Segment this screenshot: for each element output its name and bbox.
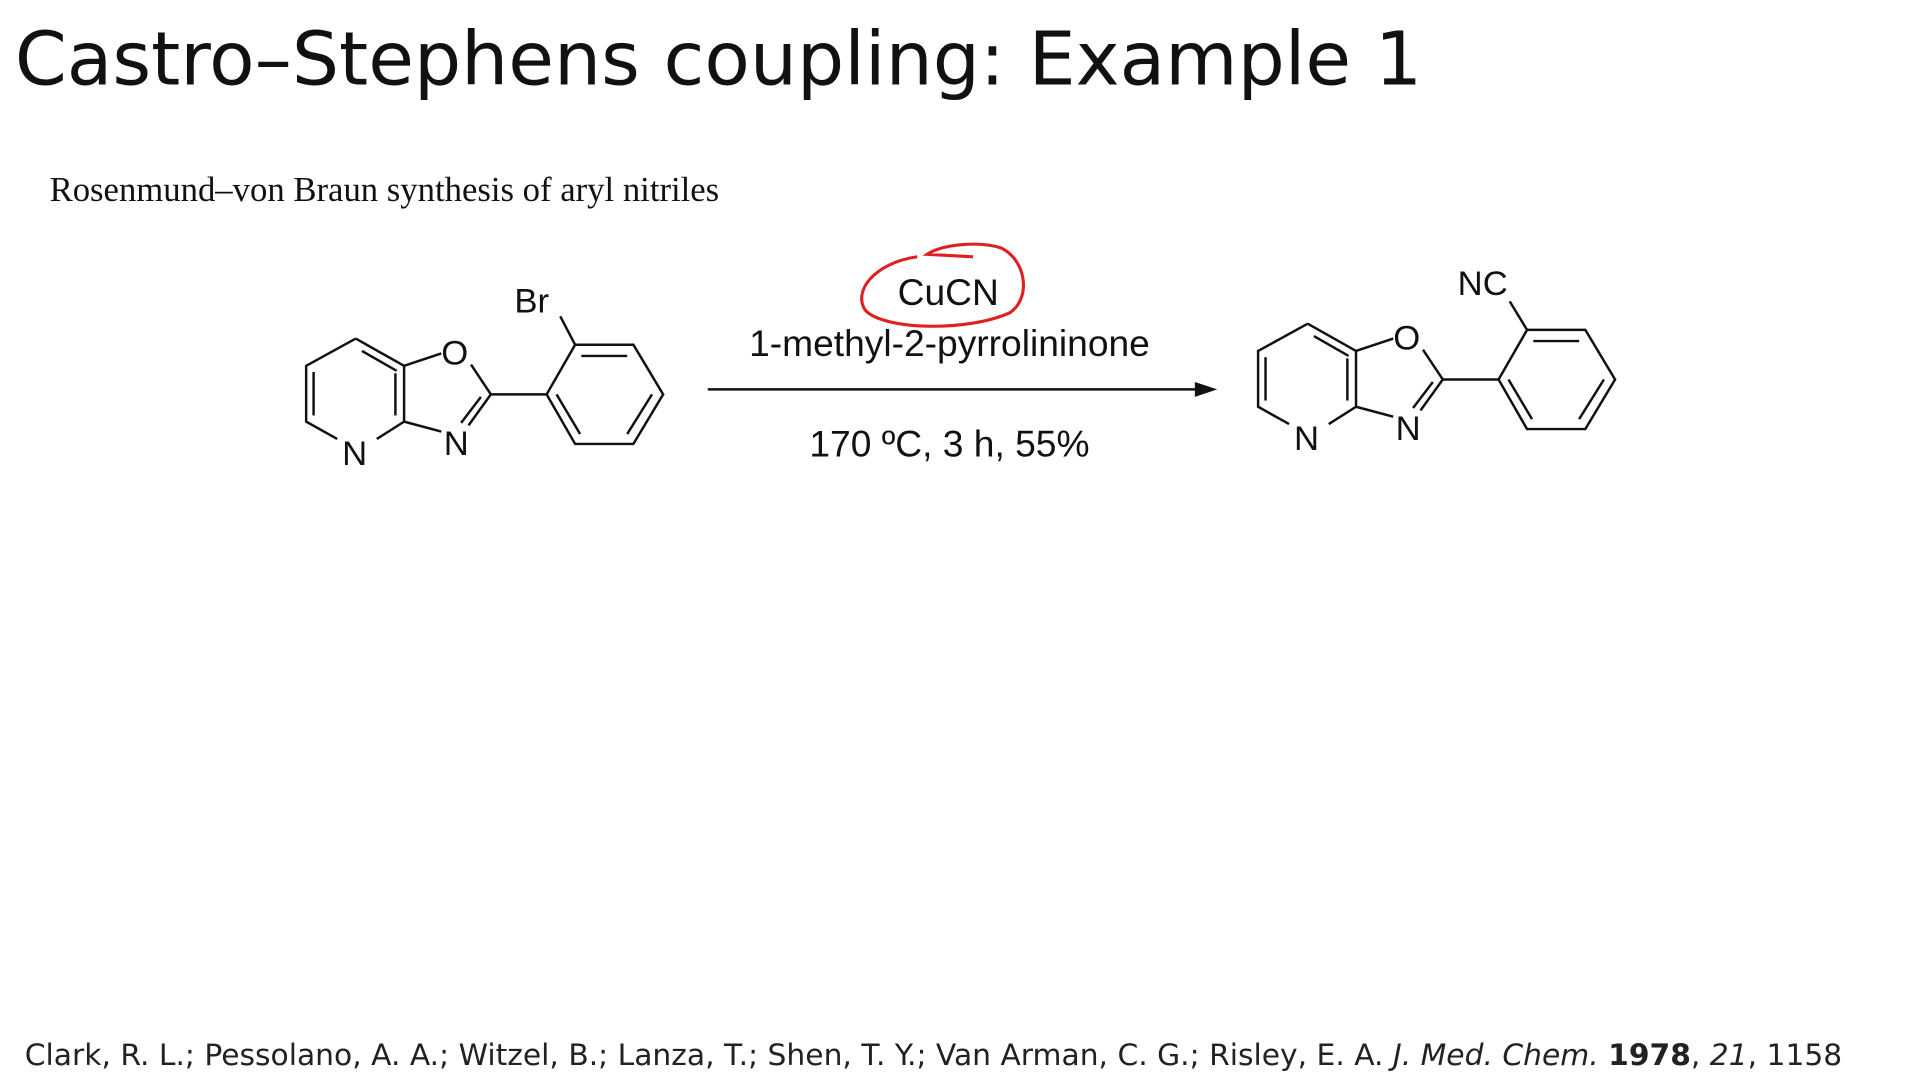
citation-authors: Clark, R. L.; Pessolano, A. A.; Witzel, … (25, 1038, 1384, 1073)
oxygen-label: O (1393, 320, 1420, 358)
citation-year: 1978 (1608, 1038, 1691, 1073)
product-bonds (1256, 300, 1617, 431)
citation-pages: 1158 (1767, 1038, 1843, 1073)
citation-journal: J. Med. Chem. (1388, 1038, 1599, 1073)
reaction-arrow (707, 381, 1218, 397)
reagent-label: CuCN (898, 271, 999, 313)
slide-title: Castro–Stephens coupling: Example 1 (15, 15, 1422, 102)
reactant-bonds (304, 315, 665, 446)
conditions-label: 170 ºC, 3 h, 55% (809, 422, 1089, 464)
product-structure: NC O N N (1256, 265, 1617, 458)
reactant-structure: Br O N N (304, 283, 665, 473)
oxazole-nitrogen-label: N (444, 425, 469, 463)
red-circle-annotation (860, 242, 1025, 328)
oxazole-nitrogen-label: N (1396, 410, 1421, 448)
citation-volume: 21 (1710, 1038, 1748, 1073)
pyridine-nitrogen-label: N (1294, 420, 1319, 458)
solvent-label: 1-methyl-2-pyrrolininone (749, 322, 1150, 364)
bromo-label: Br (514, 283, 549, 321)
oxygen-label: O (441, 335, 468, 373)
slide-subtitle: Rosenmund–von Braun synthesis of aryl ni… (50, 170, 720, 209)
citation: Clark, R. L.; Pessolano, A. A.; Witzel, … (25, 1038, 1842, 1073)
nitrile-label: NC (1458, 265, 1508, 303)
pyridine-nitrogen-label: N (342, 435, 367, 473)
